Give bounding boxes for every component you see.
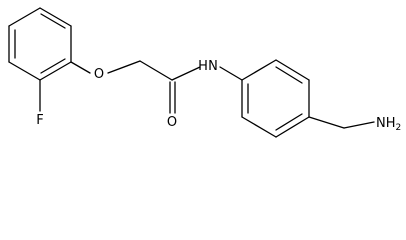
aminomethylphenyl-ring [241, 59, 310, 138]
amide-nitrogen-label: N [208, 59, 218, 74]
double-bond-inner [275, 113, 303, 131]
fluorine-label: F [36, 113, 43, 128]
amine-subscript: 2 [396, 123, 402, 133]
bond [8, 7, 41, 27]
amine-label: NH2 [376, 116, 401, 133]
bond [139, 60, 173, 81]
bond [275, 116, 310, 138]
amide-hydrogen-label: H [198, 59, 208, 74]
bond [343, 121, 375, 129]
amine-nh-text: NH [376, 116, 396, 131]
double-bond-inner [275, 66, 303, 84]
bond [219, 66, 243, 81]
carbonyl-oxygen-label: O [167, 115, 177, 130]
bond [39, 7, 72, 27]
bond [8, 61, 41, 81]
bond [308, 116, 345, 129]
bond [275, 59, 310, 81]
bond [39, 61, 72, 81]
ether-oxygen-label: O [94, 67, 104, 82]
bond [107, 60, 141, 74]
bond [241, 59, 277, 81]
fluorophenyl-ring [8, 7, 72, 81]
bond [171, 66, 201, 81]
double-bond-inner [40, 58, 66, 74]
bond [70, 61, 91, 74]
chemical-structure: F O O N H NH2 [8, 7, 401, 138]
bond [241, 116, 277, 138]
double-bond-inner [40, 13, 66, 29]
